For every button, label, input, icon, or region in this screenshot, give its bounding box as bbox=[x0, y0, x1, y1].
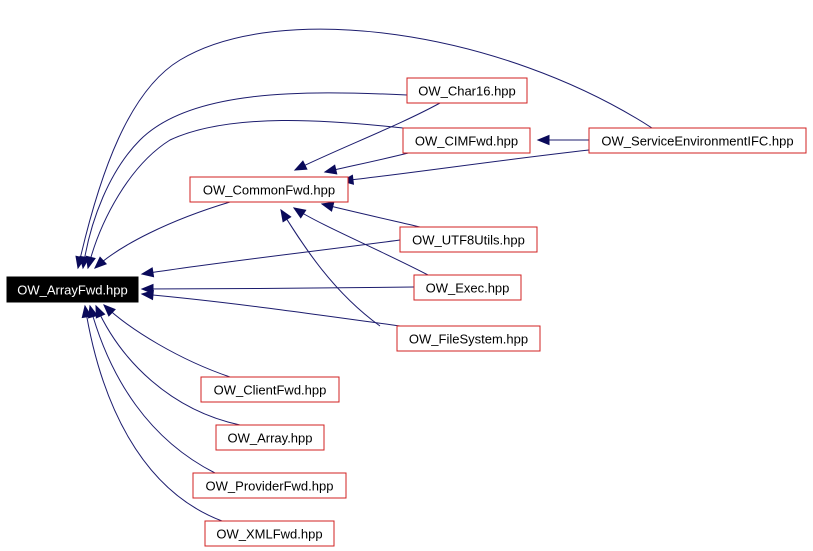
node-exec[interactable]: OW_Exec.hpp bbox=[413, 274, 522, 301]
node-arrayfwd[interactable]: OW_ArrayFwd.hpp bbox=[6, 276, 139, 303]
node-xmlfwd[interactable]: OW_XMLFwd.hpp bbox=[204, 520, 335, 547]
arrowhead-utf8utils-to-arrayfwd bbox=[140, 267, 155, 278]
node-box-commonfwd bbox=[189, 176, 349, 203]
node-label-cimfwd: OW_CIMFwd.hpp bbox=[415, 134, 518, 149]
arrowhead-clientfwd-to-arrayfwd bbox=[103, 304, 116, 317]
node-array[interactable]: OW_Array.hpp bbox=[215, 424, 325, 451]
node-cimfwd[interactable]: OW_CIMFwd.hpp bbox=[402, 127, 531, 154]
node-box-xmlfwd bbox=[204, 520, 335, 547]
node-label-arrayfwd: OW_ArrayFwd.hpp bbox=[17, 283, 128, 298]
edge-array-to-arrayfwd bbox=[95, 305, 241, 426]
arrowhead-utf8utils-to-commonfwd bbox=[320, 201, 335, 212]
node-box-clientfwd bbox=[200, 376, 340, 403]
node-label-xmlfwd: OW_XMLFwd.hpp bbox=[216, 527, 322, 542]
node-clientfwd[interactable]: OW_ClientFwd.hpp bbox=[200, 376, 340, 403]
node-serviceenv[interactable]: OW_ServiceEnvironmentIFC.hpp bbox=[588, 127, 807, 154]
arrowhead-filesystem-to-commonfwd bbox=[280, 208, 292, 223]
node-box-exec bbox=[413, 274, 522, 301]
edge-cimfwd-to-arrayfwd bbox=[87, 120, 404, 269]
node-box-providerfwd bbox=[192, 472, 347, 499]
edge-serviceenv-to-arrayfwd bbox=[77, 28, 653, 269]
node-label-char16: OW_Char16.hpp bbox=[418, 84, 516, 99]
node-label-clientfwd: OW_ClientFwd.hpp bbox=[214, 383, 327, 398]
arrowhead-array-to-arrayfwd bbox=[95, 304, 106, 319]
node-utf8utils[interactable]: OW_UTF8Utils.hpp bbox=[399, 226, 538, 253]
node-label-utf8utils: OW_UTF8Utils.hpp bbox=[412, 233, 525, 248]
node-box-utf8utils bbox=[399, 226, 538, 253]
node-commonfwd[interactable]: OW_CommonFwd.hpp bbox=[189, 176, 349, 203]
edge-char16-to-arrayfwd bbox=[82, 92, 408, 269]
arrowhead-cimfwd-to-commonfwd bbox=[323, 164, 338, 175]
node-box-filesystem bbox=[396, 325, 541, 352]
nodes-layer: OW_ArrayFwd.hpp OW_Char16.hppOW_CIMFwd.hp… bbox=[6, 77, 807, 547]
node-box-arrayfwd bbox=[6, 276, 139, 303]
node-label-exec: OW_Exec.hpp bbox=[426, 281, 510, 296]
edge-exec-to-commonfwd bbox=[293, 207, 429, 276]
node-label-filesystem: OW_FileSystem.hpp bbox=[409, 332, 528, 347]
arrowhead-xmlfwd-to-arrayfwd bbox=[81, 304, 92, 319]
edge-utf8utils-to-arrayfwd bbox=[141, 239, 401, 275]
node-box-array bbox=[215, 424, 325, 451]
edge-commonfwd-to-arrayfwd bbox=[94, 201, 231, 269]
edge-exec-to-arrayfwd bbox=[141, 286, 415, 290]
arrowhead-cimfwd-to-arrayfwd bbox=[85, 255, 96, 270]
edges-layer bbox=[75, 28, 653, 522]
arrowhead-exec-to-commonfwd bbox=[292, 207, 307, 219]
edge-providerfwd-to-arrayfwd bbox=[89, 305, 216, 474]
arrowhead-serviceenv-to-cimfwd bbox=[536, 134, 550, 146]
edge-filesystem-to-arrayfwd bbox=[141, 293, 401, 327]
arrowhead-char16-to-commonfwd bbox=[293, 160, 308, 171]
node-label-commonfwd: OW_CommonFwd.hpp bbox=[203, 183, 335, 198]
node-box-char16 bbox=[406, 77, 528, 104]
edge-filesystem-to-commonfwd bbox=[280, 209, 381, 327]
edge-xmlfwd-to-arrayfwd bbox=[84, 305, 223, 522]
node-char16[interactable]: OW_Char16.hpp bbox=[406, 77, 528, 104]
node-label-providerfwd: OW_ProviderFwd.hpp bbox=[206, 479, 334, 494]
edge-char16-to-commonfwd bbox=[294, 102, 441, 171]
arrowhead-filesystem-to-arrayfwd bbox=[140, 289, 154, 301]
node-label-array: OW_Array.hpp bbox=[227, 431, 312, 446]
edge-serviceenv-to-commonfwd bbox=[341, 149, 590, 182]
edge-utf8utils-to-commonfwd bbox=[321, 203, 421, 228]
node-label-serviceenv: OW_ServiceEnvironmentIFC.hpp bbox=[601, 134, 793, 149]
node-filesystem[interactable]: OW_FileSystem.hpp bbox=[396, 325, 541, 352]
edge-clientfwd-to-arrayfwd bbox=[103, 304, 231, 378]
node-providerfwd[interactable]: OW_ProviderFwd.hpp bbox=[192, 472, 347, 499]
node-box-serviceenv bbox=[588, 127, 807, 154]
node-box-cimfwd bbox=[402, 127, 531, 154]
arrowhead-commonfwd-to-arrayfwd bbox=[94, 256, 108, 269]
